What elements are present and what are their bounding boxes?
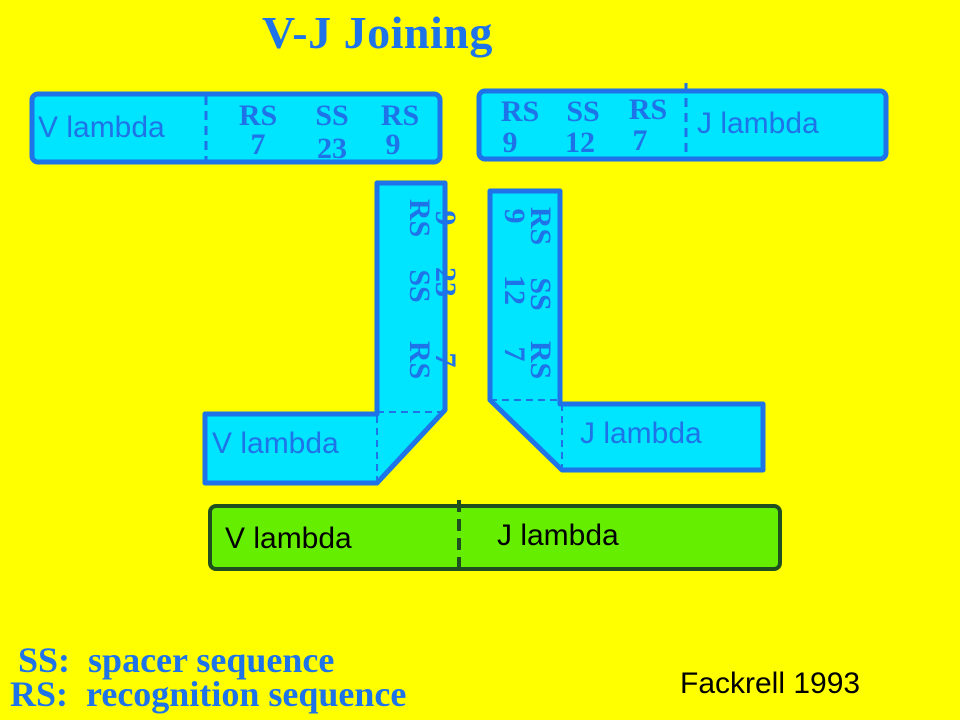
- v-signal-ss23-num: 23: [317, 132, 347, 165]
- legend-ss: SS: spacer sequence: [18, 642, 334, 678]
- v-germline-label: V lambda: [38, 111, 165, 144]
- j-signal-ss12-code: SS: [566, 95, 599, 128]
- j-signal-rs7-code: RS: [629, 93, 667, 126]
- v-signal-rs7-num: 7: [251, 128, 266, 161]
- joined-vj-segment: V lambda J lambda: [208, 500, 782, 571]
- v-folded-rs7-num: 7: [429, 353, 462, 368]
- v-germline-segment: V lambda RS 7 SS 23 RS 9: [29, 91, 443, 165]
- v-folded-ss23-num: 23: [429, 267, 462, 297]
- joined-j-label: J lambda: [497, 519, 619, 552]
- joined-v-label: V lambda: [225, 522, 352, 555]
- v-signal-rs7-code: RS: [239, 99, 277, 132]
- j-folded-label: J lambda: [580, 417, 702, 450]
- j-folded-rs7-code: RS: [524, 341, 557, 379]
- legend-rs: RS: recognition sequence: [10, 676, 406, 712]
- diagram-title: V-J Joining: [262, 7, 493, 58]
- v-folded-segment: V lambda RS 9 SS 23 RS 7: [202, 180, 462, 486]
- legend-rs-text: recognition sequence: [86, 674, 407, 714]
- j-signal-rs9-num: 9: [503, 126, 518, 159]
- j-folded-segment: J lambda RS 9 SS 12 RS 7: [487, 188, 766, 473]
- j-germline-label: J lambda: [697, 107, 819, 140]
- j-folded-ss12-code: SS: [524, 277, 557, 310]
- v-folded-rs7-code: RS: [403, 341, 436, 379]
- legend-rs-key: RS:: [10, 674, 69, 714]
- v-folded-rs9-num: 9: [429, 211, 462, 226]
- v-signal-ss23-code: SS: [315, 99, 348, 132]
- v-folded-rs9-code: RS: [403, 199, 436, 237]
- v-signal-rs9-num: 9: [386, 128, 401, 161]
- j-signal-rs7-num: 7: [633, 124, 648, 157]
- j-signal-rs9-code: RS: [501, 95, 539, 128]
- j-folded-rs9-code: RS: [524, 207, 557, 245]
- j-germline-segment: RS 9 SS 12 RS 7 J lambda: [476, 83, 889, 162]
- j-folded-rs7-num: 7: [498, 347, 531, 362]
- v-folded-ss23-code: SS: [403, 269, 436, 302]
- v-folded-label: V lambda: [212, 427, 339, 460]
- j-signal-ss12-num: 12: [565, 126, 595, 159]
- v-signal-rs9-code: RS: [381, 99, 419, 132]
- legend-ss-key: SS:: [18, 640, 71, 680]
- j-folded-rs9-num: 9: [498, 209, 531, 224]
- j-folded-ss12-num: 12: [498, 275, 531, 305]
- legend-ss-text: spacer sequence: [88, 640, 335, 680]
- credit-text: Fackrell 1993: [680, 667, 861, 700]
